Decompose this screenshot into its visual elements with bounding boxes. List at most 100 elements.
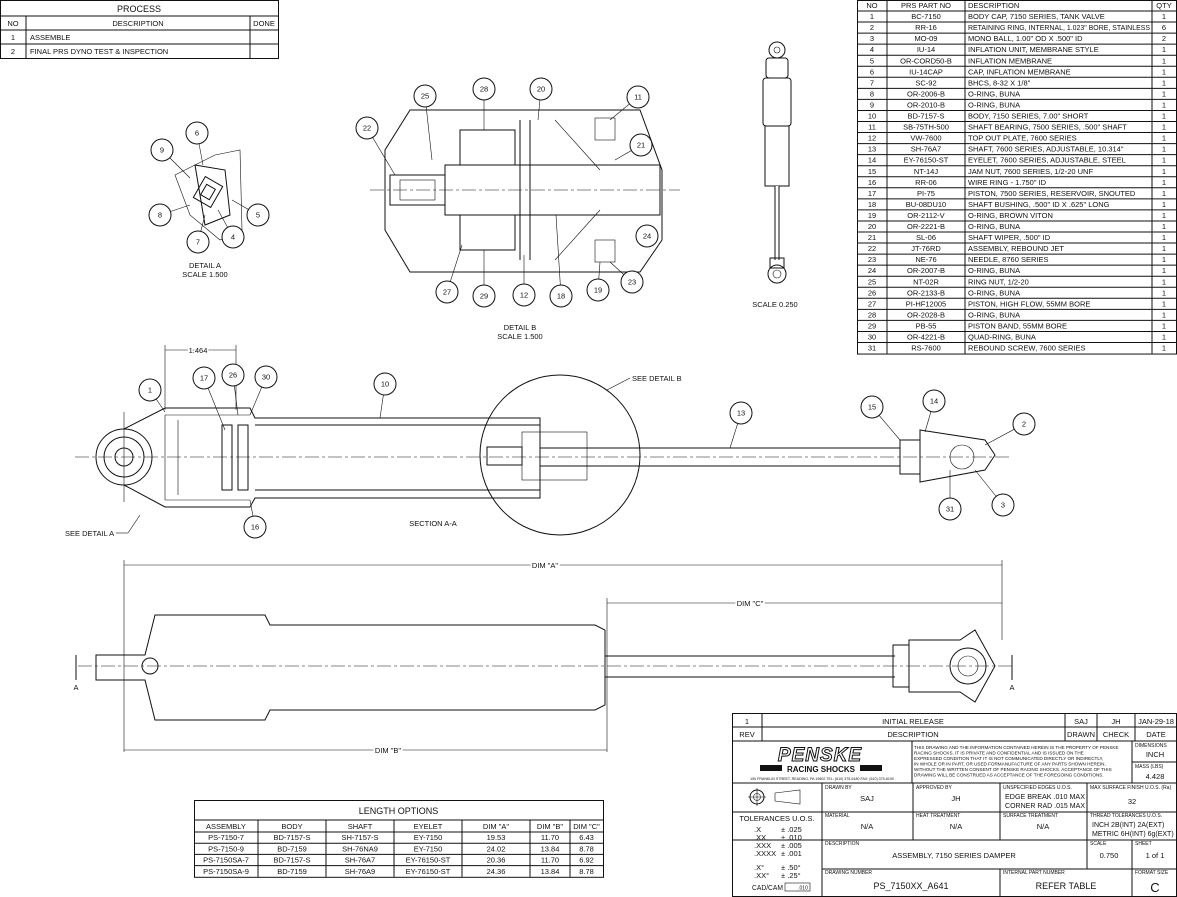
table-cell: 28 [868, 310, 876, 319]
table-cell: BC-7150 [911, 12, 941, 21]
balloon-callout [991, 493, 1015, 517]
scale-label: SCALE [1090, 841, 1107, 847]
rev-header: REV [739, 730, 754, 739]
rev-check: JH [1111, 717, 1120, 726]
cadcam-label: CAD/CAM [752, 883, 783, 892]
table-cell: SB-75TH-500 [903, 123, 949, 132]
table-cell: IU-14CAP [909, 67, 943, 76]
corner-radius: CORNER RAD .015 MAX [1005, 801, 1085, 810]
table-cell: 2 [870, 23, 874, 32]
table-cell: PISTON, HIGH FLOW, 55MM BORE [968, 299, 1090, 308]
thread-tolerances-label: THREAD TOLERANCES U.O.S. [1090, 813, 1162, 819]
surface-finish-label: MAX SURFACE FINISH U.O.S. (Ra) [1090, 785, 1171, 791]
table-cell: 1 [1162, 310, 1166, 319]
tolerance-value: ± .50° [781, 863, 801, 872]
see-detail-b-label: SEE DETAIL B [632, 374, 682, 383]
table-header: DIM "C" [573, 822, 600, 831]
table-cell: OR-2010-B [907, 100, 945, 109]
balloon-number: 16 [251, 523, 259, 532]
table-cell: 11.70 [541, 856, 559, 865]
balloon-number: 11 [634, 93, 642, 102]
table-header: DESCRIPTION [968, 1, 1019, 10]
table-cell: 14 [868, 156, 876, 165]
tolerance-precision: .X° [754, 863, 764, 872]
balloon-callout [860, 395, 884, 419]
table-cell: 8 [870, 89, 874, 98]
table-cell: SL-06 [916, 233, 936, 242]
description-label: DESCRIPTION [825, 841, 860, 847]
table-cell: 6.43 [579, 833, 594, 842]
balloon-number: 18 [557, 292, 565, 301]
process-header-description: DESCRIPTION [112, 19, 163, 28]
table-cell: RS-7600 [911, 344, 941, 353]
table-cell: 3 [870, 34, 874, 43]
table-header: PRS PART NO [901, 1, 951, 10]
table-cell: 1 [1162, 78, 1166, 87]
table-cell: BODY CAP, 7150 SERIES, TANK VALVE [968, 12, 1105, 21]
section-mark-left: A [73, 683, 78, 692]
table-cell: 22 [868, 244, 876, 253]
table-cell: PS-7150-9 [208, 844, 244, 853]
table-cell: OR-2221-B [907, 222, 945, 231]
description-header: DESCRIPTION [887, 730, 938, 739]
balloon-callout [246, 203, 270, 227]
balloon-number: 15 [868, 403, 876, 412]
table-cell: BD-7157-S [273, 856, 310, 865]
table-cell: 20.36 [487, 856, 506, 865]
table-header: SHAFT [348, 822, 373, 831]
table-cell: EY-7150 [414, 844, 443, 853]
balloon-number: 7 [196, 238, 200, 247]
table-cell: BU-08DU10 [906, 200, 946, 209]
title-block: 1 INITIAL RELEASE SAJ JH JAN-29-18 REV D… [732, 713, 1177, 897]
balloon-callout [221, 225, 245, 249]
table-header: BODY [281, 822, 302, 831]
balloon-number: 27 [443, 288, 451, 297]
process-title: PROCESS [117, 4, 161, 14]
table-cell: 19.53 [487, 833, 506, 842]
table-cell: REBOUND SCREW, 7600 SERIES [968, 344, 1086, 353]
table-cell: 13.84 [541, 867, 560, 876]
table-cell: 24.02 [487, 844, 506, 853]
detail-a-title: DETAIL A [189, 261, 221, 270]
table-cell: SH-76NA9 [342, 844, 378, 853]
table-cell: CAP, INFLATION MEMBRANE [968, 67, 1071, 76]
table-cell: EY-7150 [414, 833, 443, 842]
rev-date: JAN-29-18 [1138, 717, 1174, 726]
sheet-label: SHEET [1135, 841, 1152, 847]
table-cell: IU-14 [917, 45, 935, 54]
third-angle-projection-icon [748, 788, 801, 806]
balloon-callout [922, 389, 946, 413]
balloon-callout [186, 230, 210, 254]
table-cell: BHCS, 8-32 X 1/8" [968, 78, 1031, 87]
table-cell: SC-92 [915, 78, 936, 87]
dimension-1464: 1.464 [189, 346, 208, 355]
balloon-number: 25 [421, 92, 429, 101]
process-header-no: NO [7, 19, 18, 28]
balloon-number: 8 [158, 211, 162, 220]
table-cell: 1 [1162, 112, 1166, 121]
balloon-number: 1 [148, 386, 152, 395]
balloon-callout [413, 84, 437, 108]
table-cell: 1 [1162, 344, 1166, 353]
rev-description: INITIAL RELEASE [882, 717, 944, 726]
balloon-callout [729, 401, 753, 425]
table-cell: NT-14J [914, 167, 938, 176]
overview-scale: SCALE 0.250 [752, 300, 797, 309]
table-cell: 1 [1162, 100, 1166, 109]
balloon-number: 13 [737, 409, 745, 418]
table-cell: PISTON BAND, 55MM BORE [968, 321, 1067, 330]
table-cell: PI-75 [917, 189, 935, 198]
company-address: 150 FRANKLIN STREET, READING, PA 19602 T… [750, 777, 894, 781]
balloon-number: 12 [520, 291, 528, 300]
table-cell: 10 [868, 112, 876, 121]
table-cell: 1 [1162, 178, 1166, 187]
tolerance-value: ± .001 [781, 849, 802, 858]
tolerance-precision: .XX° [754, 871, 769, 880]
table-cell: RETAINING RING, INTERNAL, 1.023" BORE, S… [968, 23, 1150, 32]
drawn-by-label: DRAWN BY [825, 785, 852, 791]
balloon-callout [185, 121, 209, 145]
table-cell: 13.84 [541, 844, 560, 853]
drawn-by-value: SAJ [860, 794, 874, 803]
table-cell: RR-16 [915, 23, 937, 32]
